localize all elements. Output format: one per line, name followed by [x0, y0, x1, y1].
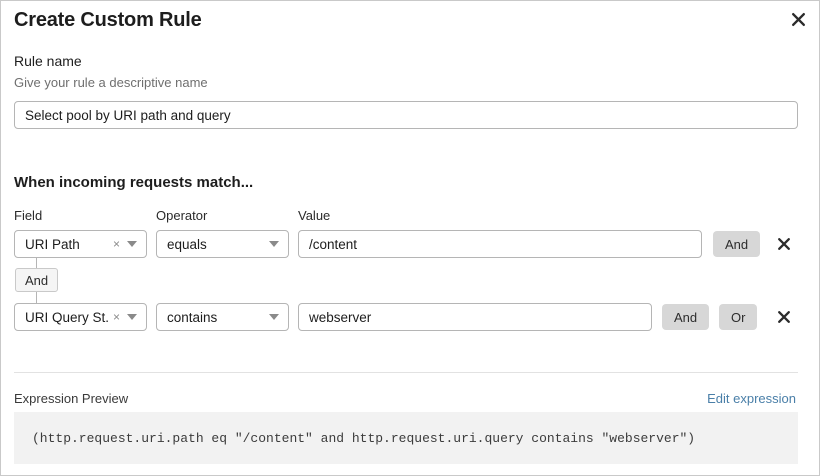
edit-expression-link[interactable]: Edit expression: [707, 391, 796, 406]
rule-name-input[interactable]: [14, 101, 798, 129]
chevron-down-icon: [269, 314, 279, 320]
connector-line-top: [36, 258, 37, 268]
condition-operator-select-1[interactable]: equals: [156, 230, 289, 258]
condition-value-input-2[interactable]: [298, 303, 652, 331]
clear-icon[interactable]: ×: [112, 237, 120, 251]
conditions-heading: When incoming requests match...: [14, 174, 254, 191]
condition-field-value-1: URI Path: [25, 236, 80, 252]
column-header-value: Value: [298, 208, 331, 223]
connector-and-badge[interactable]: And: [15, 268, 59, 292]
delete-condition-button-1[interactable]: [773, 233, 795, 255]
column-header-field: Field: [14, 208, 43, 223]
condition-field-value-2: URI Query St...: [25, 309, 109, 325]
expression-preview-code: (http.request.uri.path eq "/content" and…: [14, 412, 798, 464]
expression-preview-label: Expression Preview: [14, 391, 129, 406]
connector-line-bottom: [36, 292, 37, 303]
section-divider: [14, 372, 798, 373]
chevron-down-icon: [269, 241, 279, 247]
condition-field-select-2[interactable]: URI Query St... ×: [14, 303, 147, 331]
condition-field-select-1[interactable]: URI Path ×: [14, 230, 147, 258]
delete-condition-button-2[interactable]: [773, 306, 795, 328]
add-or-condition-button-2[interactable]: Or: [719, 304, 758, 330]
condition-operator-value-1: equals: [167, 236, 207, 252]
chevron-down-icon: [127, 314, 137, 320]
add-and-condition-button-1[interactable]: And: [713, 231, 761, 257]
condition-operator-value-2: contains: [167, 309, 218, 325]
clear-icon[interactable]: ×: [112, 310, 120, 324]
chevron-down-icon: [127, 241, 137, 247]
close-icon[interactable]: [786, 7, 810, 31]
add-and-condition-button-2[interactable]: And: [662, 304, 710, 330]
column-header-operator: Operator: [156, 208, 208, 223]
condition-operator-select-2[interactable]: contains: [156, 303, 289, 331]
condition-value-input-1[interactable]: [298, 230, 702, 258]
dialog-title: Create Custom Rule: [14, 9, 202, 31]
rule-name-label: Rule name: [14, 53, 82, 69]
rule-name-help-text: Give your rule a descriptive name: [14, 75, 208, 90]
